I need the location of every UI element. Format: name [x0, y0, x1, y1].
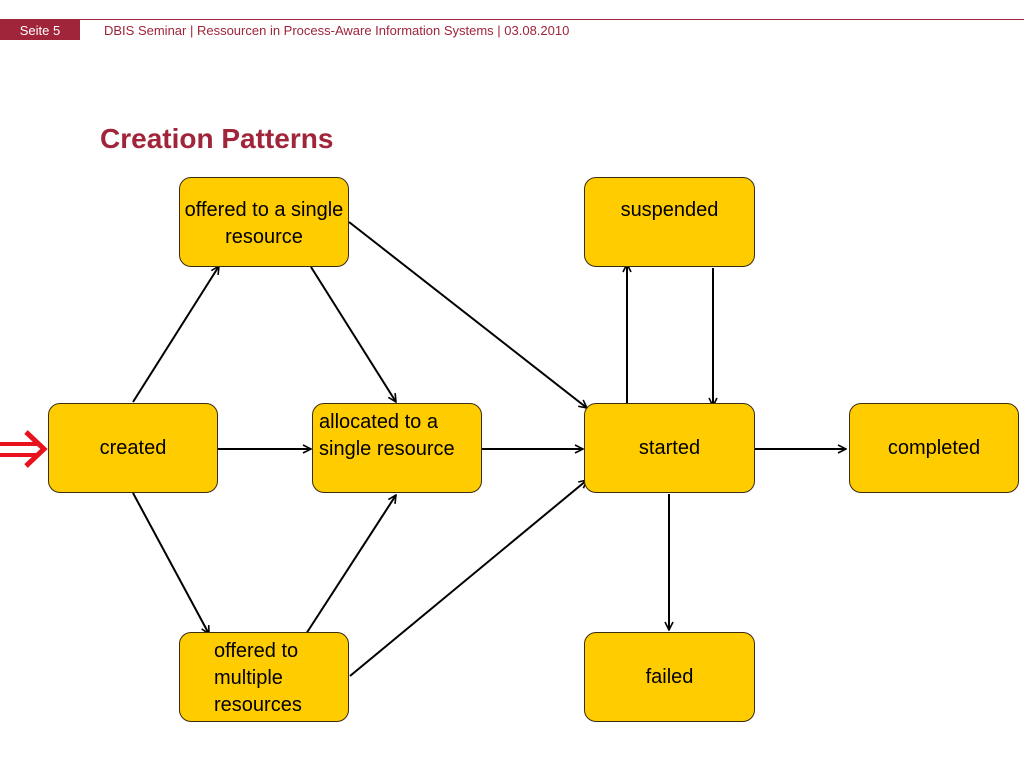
- edge-offered-multiple-to-allocated: [305, 495, 396, 635]
- state-label: suspended: [620, 199, 719, 221]
- state-failed: failed: [584, 632, 755, 722]
- state-label: failed: [645, 665, 694, 688]
- state-label: offered to multiple resources: [214, 640, 302, 716]
- state-started: started: [584, 403, 755, 493]
- state-offered-multiple-resources: offered to multiple resources: [179, 632, 349, 722]
- state-completed: completed: [849, 403, 1019, 493]
- entry-arrow-icon: [0, 430, 48, 468]
- state-label: created: [99, 436, 167, 459]
- page-number-badge: Seite 5: [0, 20, 80, 40]
- header-rule: [0, 19, 1024, 20]
- edge-created-to-offered-multiple: [132, 492, 210, 634]
- state-created: created: [48, 403, 218, 493]
- slide-title: Creation Patterns: [100, 123, 334, 154]
- state-allocated-single-resource: allocated to a single resource: [312, 403, 482, 493]
- state-label: started: [638, 436, 701, 459]
- state-suspended: suspended: [584, 177, 755, 267]
- edge-offered-single-to-started: [348, 221, 587, 408]
- header-title: DBIS Seminar | Ressourcen in Process-Awa…: [104, 23, 570, 38]
- state-label: completed: [887, 436, 981, 459]
- edge-offered-single-to-allocated: [310, 266, 396, 402]
- edge-offered-multiple-to-started: [349, 480, 587, 677]
- state-label: offered to a single resource: [184, 199, 344, 248]
- state-label: allocated to a single resource: [319, 411, 455, 460]
- state-offered-single-resource: offered to a single resource: [179, 177, 349, 267]
- edge-created-to-offered-single: [132, 266, 219, 403]
